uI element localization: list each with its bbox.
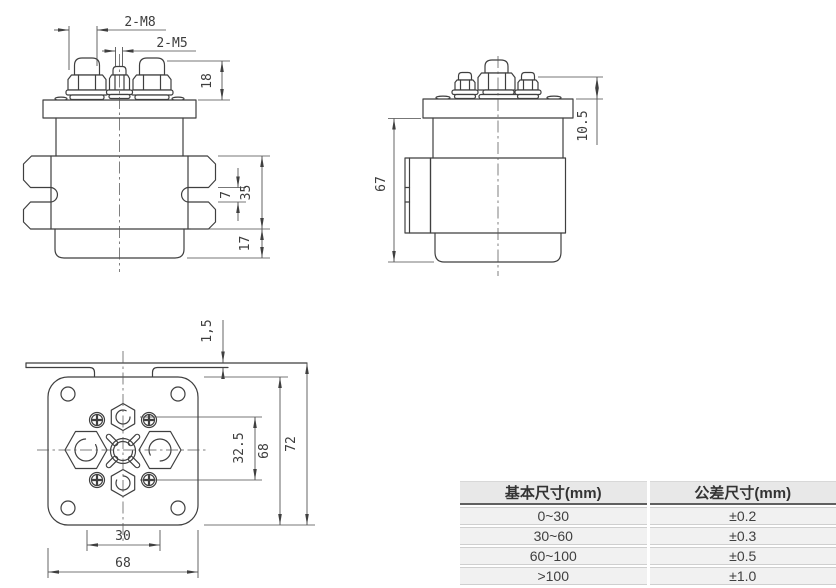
dim-label-35: 35 bbox=[239, 185, 254, 201]
tolerance-table: 基本尺寸(mm) 公差尺寸(mm) 0~30 ±0.2 30~60 ±0.3 6… bbox=[460, 481, 836, 585]
dim-label-17: 17 bbox=[238, 236, 253, 252]
table-row-tolerance: ±0.5 bbox=[649, 547, 836, 565]
side-dimensions: 67 10.5 bbox=[374, 76, 603, 263]
bottom-corner-holes bbox=[60, 386, 186, 516]
dim-label-2-m5: 2-M5 bbox=[156, 36, 187, 51]
dim-label-18: 18 bbox=[200, 73, 215, 89]
dim-label-30: 30 bbox=[115, 529, 131, 544]
dim-label-72: 72 bbox=[284, 436, 299, 452]
side-m5-nut-right bbox=[514, 71, 542, 100]
bottom-bracket-flange bbox=[25, 362, 308, 378]
dim-label-10-5: 10.5 bbox=[576, 110, 591, 141]
dim-label-32-5: 32.5 bbox=[232, 432, 247, 463]
front-m8-nut-right bbox=[130, 57, 174, 101]
table-row-basic: 60~100 bbox=[460, 547, 647, 565]
tolerance-table-header-basic: 基本尺寸(mm) bbox=[460, 481, 647, 505]
front-upper-body bbox=[55, 117, 184, 157]
table-row-tolerance: ±0.2 bbox=[649, 507, 836, 525]
bottom-dimensions: 1,5 32.5 68 72 30 68 bbox=[47, 319, 315, 578]
bottom-phillips-screws bbox=[88, 411, 158, 489]
front-view: 2-M8 2-M5 18 7 35 17 bbox=[22, 15, 270, 272]
dim-label-67: 67 bbox=[374, 176, 389, 192]
bottom-base-plate bbox=[47, 376, 199, 526]
dim-label-2-m8: 2-M8 bbox=[124, 15, 155, 30]
dim-label-1-5: 1,5 bbox=[200, 319, 215, 342]
bottom-view: 1,5 32.5 68 72 30 68 bbox=[25, 319, 315, 578]
table-row-basic: >100 bbox=[460, 567, 647, 585]
table-row-basic: 30~60 bbox=[460, 527, 647, 545]
dim-label-7: 7 bbox=[219, 191, 234, 199]
table-row-tolerance: ±1.0 bbox=[649, 567, 836, 585]
front-dimensions: 2-M8 2-M5 18 7 35 17 bbox=[54, 15, 270, 259]
table-row-basic: 0~30 bbox=[460, 507, 647, 525]
side-view: 67 10.5 bbox=[374, 56, 603, 276]
dim-label-68-bottom: 68 bbox=[115, 556, 131, 571]
side-middle-body bbox=[404, 157, 567, 234]
side-upper-body bbox=[432, 117, 564, 159]
tolerance-table-header-tolerance: 公差尺寸(mm) bbox=[649, 481, 836, 505]
side-m5-nut-left bbox=[451, 71, 479, 100]
table-row-tolerance: ±0.3 bbox=[649, 527, 836, 545]
front-m8-nut-left bbox=[65, 57, 109, 101]
dim-label-68-right: 68 bbox=[257, 443, 272, 459]
side-m8-nut bbox=[477, 59, 520, 100]
side-base bbox=[434, 232, 562, 263]
